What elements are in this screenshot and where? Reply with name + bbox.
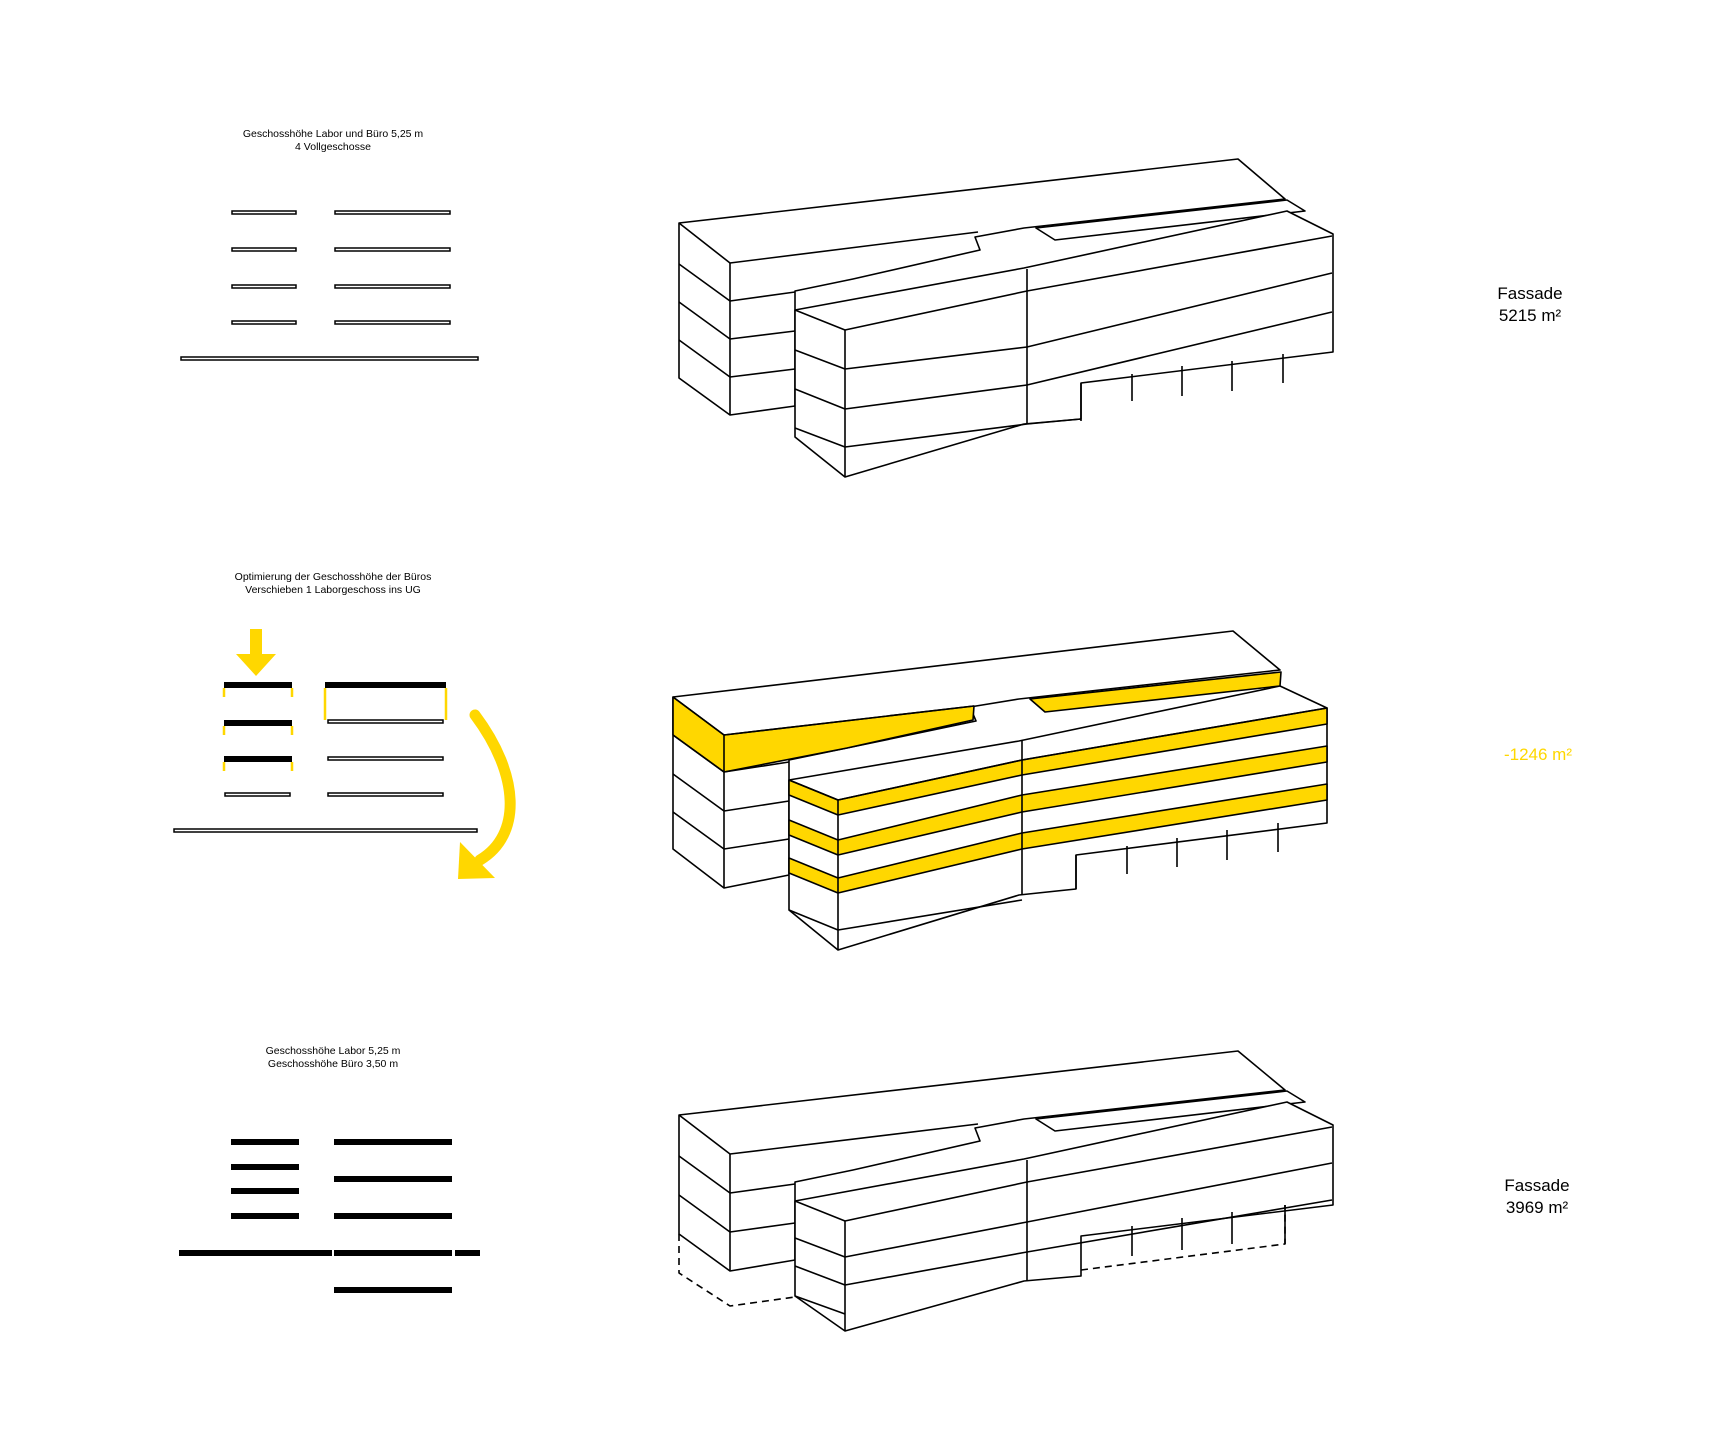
row-2-caption-line-2: Verschieben 1 Laborgeschoss ins UG [245,584,421,596]
row-2-section-diagram [173,629,516,879]
curved-arrow-icon [469,709,516,866]
row-3-caption-line-1: Geschosshöhe Labor 5,25 m [266,1045,401,1057]
row-3-caption-line-2: Geschosshöhe Büro 3,50 m [268,1058,398,1070]
row-1-metric-value: 5215 m² [1499,306,1562,325]
row-1-building-axonometric [678,158,1334,478]
row-1-metric-label: Fassade [1497,284,1562,303]
row-2: Optimierung der Geschosshöhe der Büros V… [173,571,1572,951]
row-3-building-axonometric [678,1050,1334,1332]
row-1-section-diagram [180,210,479,361]
row-2-caption-line-1: Optimierung der Geschosshöhe der Büros [235,571,432,583]
row-2-building-axonometric [672,630,1328,951]
arrow-down-icon [236,629,276,676]
row-1-caption-line-1: Geschosshöhe Labor und Büro 5,25 m [243,128,424,140]
row-2-metric-delta: -1246 m² [1504,745,1572,764]
row-3: Geschosshöhe Labor 5,25 m Geschosshöhe B… [179,1045,1570,1332]
row-3-metric-value: 3969 m² [1506,1198,1569,1217]
row-3-metric-label: Fassade [1504,1176,1569,1195]
row-1: Geschosshöhe Labor und Büro 5,25 m 4 Vol… [180,128,1563,478]
row-1-caption-line-2: 4 Vollgeschosse [295,141,371,153]
row-3-section-diagram [179,1139,480,1293]
curved-arrow-head [458,842,495,879]
